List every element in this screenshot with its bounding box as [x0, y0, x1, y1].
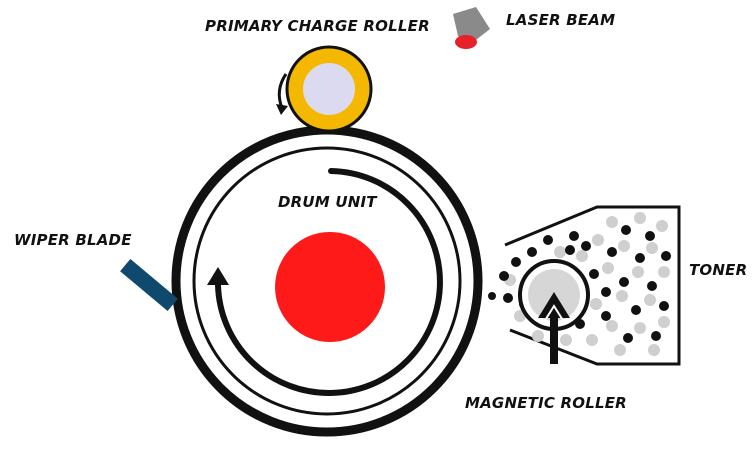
drum-rotation-arrow [215, 168, 443, 396]
laser-beam-label: LASER BEAM [506, 11, 616, 29]
drum-core [275, 232, 385, 342]
charge-roller-rotation-arrowhead [276, 104, 288, 115]
drum-rotation-arrowhead [207, 267, 229, 285]
primary-charge-roller-core [303, 63, 355, 115]
toner-hopper-outline [504, 205, 681, 366]
wiper-blade [120, 258, 178, 312]
primary-charge-roller-label: PRIMARY CHARGE ROLLER [205, 17, 430, 35]
magnetic-roller-label: MAGNETIC ROLLER [465, 394, 627, 412]
toner-label: TONER [689, 261, 748, 279]
drum-unit-inner-ring [192, 146, 462, 416]
wiper-blade-label: WIPER BLADE [14, 231, 132, 249]
laser-emitter-icon [453, 7, 490, 49]
drum-unit-label: DRUM UNIT [278, 193, 377, 211]
toner-particles [488, 212, 671, 356]
charge-roller-rotation-arrow [277, 73, 288, 109]
magnetic-roller-arrow [538, 292, 570, 364]
